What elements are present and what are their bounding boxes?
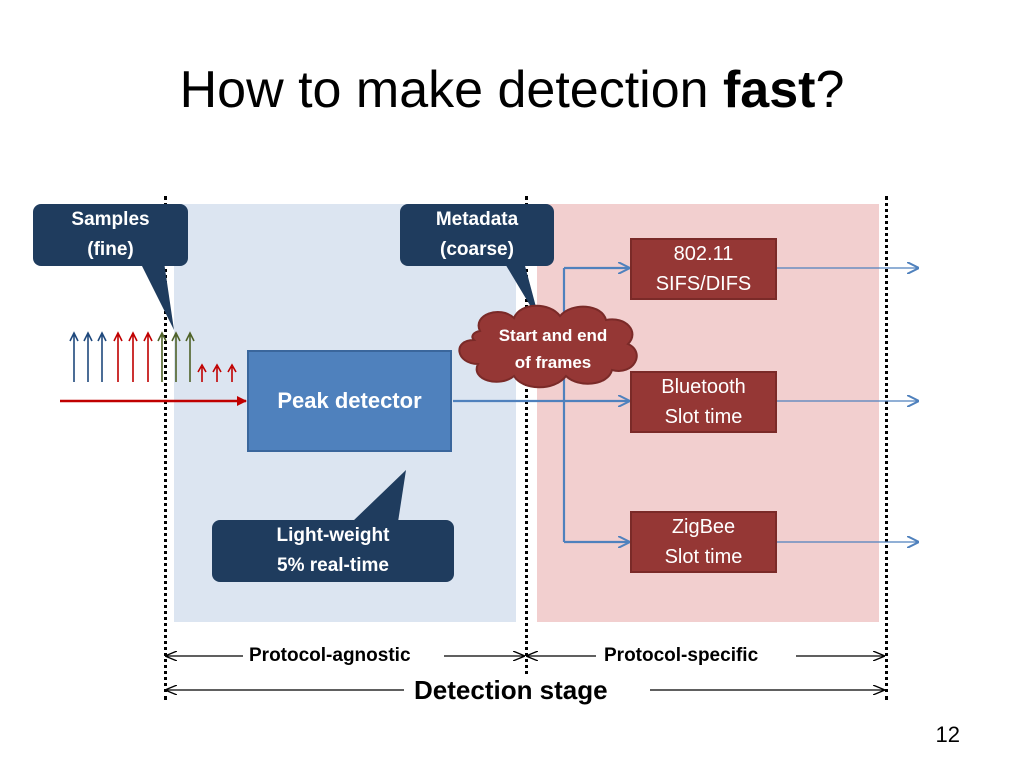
peak-detector-block: Peak detector [247,350,452,452]
lightweight-callout: Light-weight 5% real-time [212,520,454,582]
page-number: 12 [935,722,960,747]
protocol-agnostic-label: Protocol-agnostic [243,644,417,668]
right-divider [885,196,888,700]
lightweight-callout-line2: 5% real-time [277,555,389,576]
protocol-box-80211: 802.11 SIFS/DIFS [630,238,777,300]
cloud-line1: Start and end [498,326,608,345]
title-emphasis: fast [722,61,816,119]
protocol-specific-label: Protocol-specific [598,644,765,668]
metadata-callout-line2: (coarse) [440,239,514,260]
detection-stage-label: Detection stage [408,674,614,706]
peak-detector-label: Peak detector [277,388,422,413]
slide-title: How to make detection fast? [0,61,1024,119]
middle-divider [525,196,528,700]
samples-callout: Samples (fine) [33,204,188,266]
lightweight-callout-pointer [352,470,406,522]
protocol-bluetooth-timing: Slot time [664,406,743,428]
samples-callout-pointer [140,262,174,330]
metadata-callout: Metadata (coarse) [400,204,554,266]
samples-callout-line1: Samples [71,209,150,230]
sample-impulses [69,331,237,382]
cloud-line2: of frames [514,353,592,372]
protocol-box-bluetooth: Bluetooth Slot time [630,371,777,433]
protocol-box-zigbee: ZigBee Slot time [630,511,777,573]
protocol-bluetooth-name: Bluetooth [661,376,746,398]
protocol-zigbee-timing: Slot time [664,546,743,568]
lightweight-callout-line1: Light-weight [276,525,390,546]
title-end: ? [815,61,845,119]
frames-cloud-label: Start and end of frames [478,322,628,376]
metadata-callout-line1: Metadata [435,209,519,230]
frames-cloud-shape [458,304,638,389]
protocol-80211-name: 802.11 [673,243,734,265]
protocol-zigbee-name: ZigBee [671,516,736,538]
title-main: How to make detection [179,61,723,119]
protocol-80211-timing: SIFS/DIFS [655,273,752,295]
samples-callout-line2: (fine) [87,239,134,260]
left-divider [164,196,167,700]
